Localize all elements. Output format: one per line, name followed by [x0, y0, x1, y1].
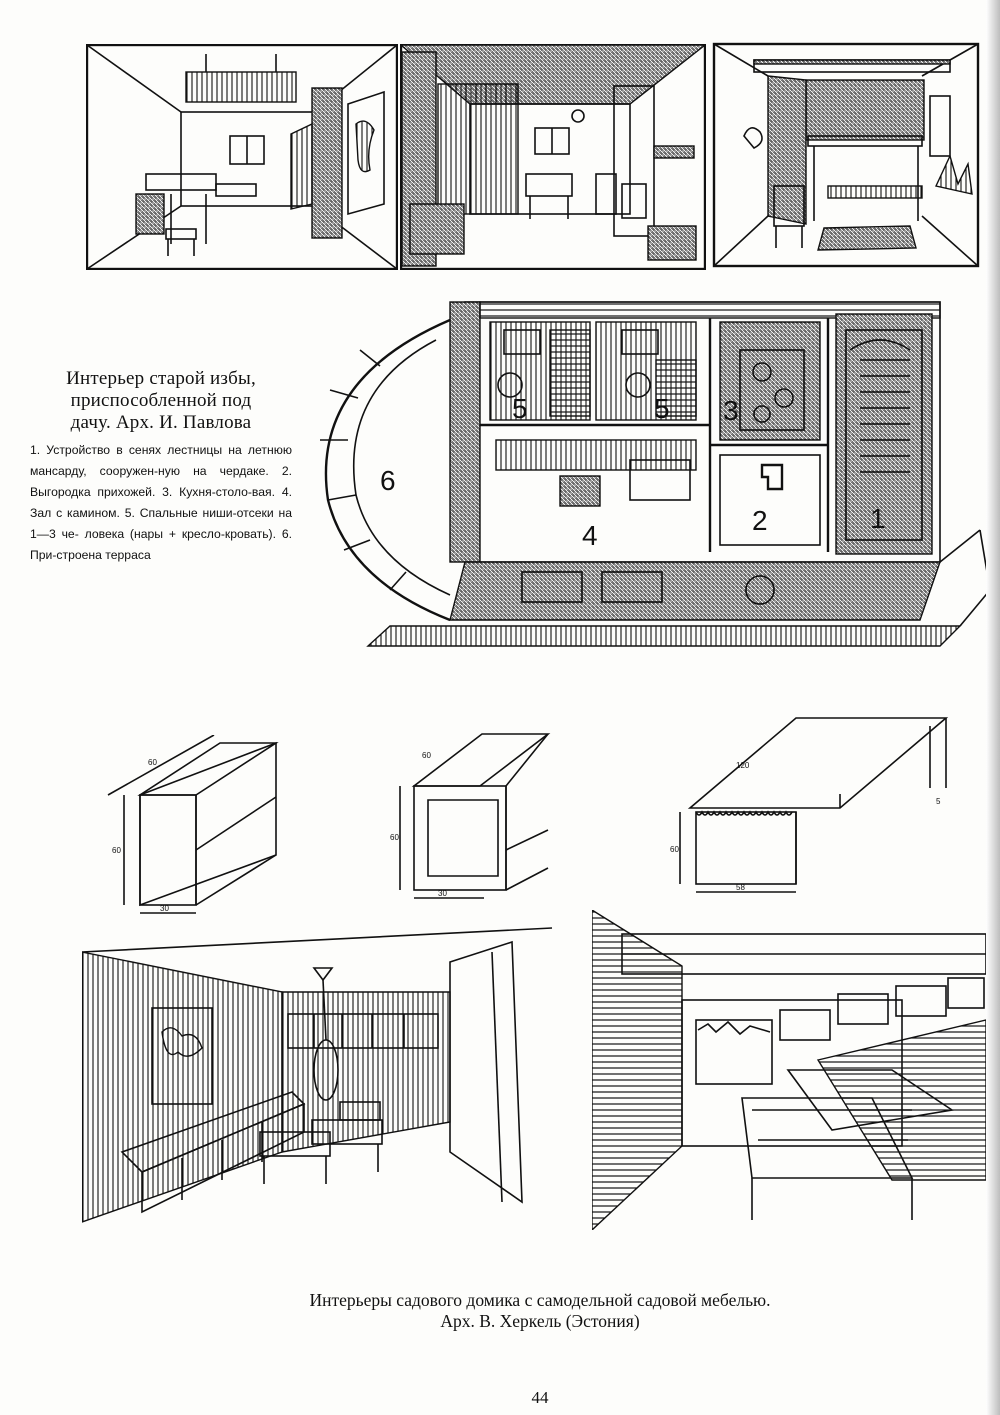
caption-old-izba-title-line1: Интерьер старой избы, — [66, 368, 256, 389]
garden-house-interior-left — [82, 927, 553, 1223]
scan-edge — [986, 0, 1000, 1415]
page-number: 44 — [531, 1388, 549, 1407]
shelf-depth-label: 60 — [148, 758, 157, 767]
plan-room-number-5b: 5 — [654, 393, 670, 424]
interior-drawing-kitchen — [400, 44, 706, 270]
caption-old-izba-title-line3: дачу. Арх. И. Павлова — [70, 412, 252, 433]
plan-room-number-6: 6 — [380, 465, 396, 496]
plan-room-number-2: 2 — [752, 505, 768, 536]
table-height-label: 60 — [670, 845, 679, 854]
table-edge-label: 5 — [936, 797, 941, 806]
plan-room-number-1: 1 — [870, 503, 886, 534]
interior-drawing-hall — [86, 44, 398, 270]
furniture-diagram-table: 120 60 58 5 — [670, 717, 949, 893]
seat-height-label: 60 — [390, 833, 399, 842]
caption-old-izba-text: 1. Устройство в сенях лестницы на летнюю… — [30, 443, 292, 562]
interior-drawing-bedroom — [712, 42, 980, 268]
table-width-label: 58 — [736, 883, 745, 892]
shelf-height-label: 60 — [112, 846, 121, 855]
furniture-diagram-shelf: 60 60 30 — [107, 735, 279, 914]
furniture-diagram-seat: 60 60 30 — [390, 733, 551, 899]
caption-garden-house: Интерьеры садового домика с самодельной … — [160, 1290, 920, 1332]
caption-garden-house-line1: Интерьеры садового домика с самодельной … — [309, 1290, 771, 1310]
plan-room-number-5a: 5 — [512, 393, 528, 424]
axonometric-plan-izba: 1 2 3 4 5 5 6 — [320, 301, 991, 647]
plan-room-number-4: 4 — [582, 520, 598, 551]
caption-old-izba-title-line2: приспособленной под — [70, 390, 252, 411]
plan-room-number-3: 3 — [723, 395, 739, 426]
seat-depth-label: 60 — [422, 751, 431, 760]
seat-width-label: 30 — [438, 889, 447, 898]
garden-house-interior-right — [592, 910, 987, 1230]
table-length-label: 120 — [736, 761, 750, 770]
caption-garden-house-line2: Арх. В. Херкель (Эстония) — [440, 1311, 640, 1331]
caption-old-izba: Интерьер старой избы, приспособленной по… — [30, 368, 292, 566]
shelf-width-label: 30 — [160, 904, 169, 913]
